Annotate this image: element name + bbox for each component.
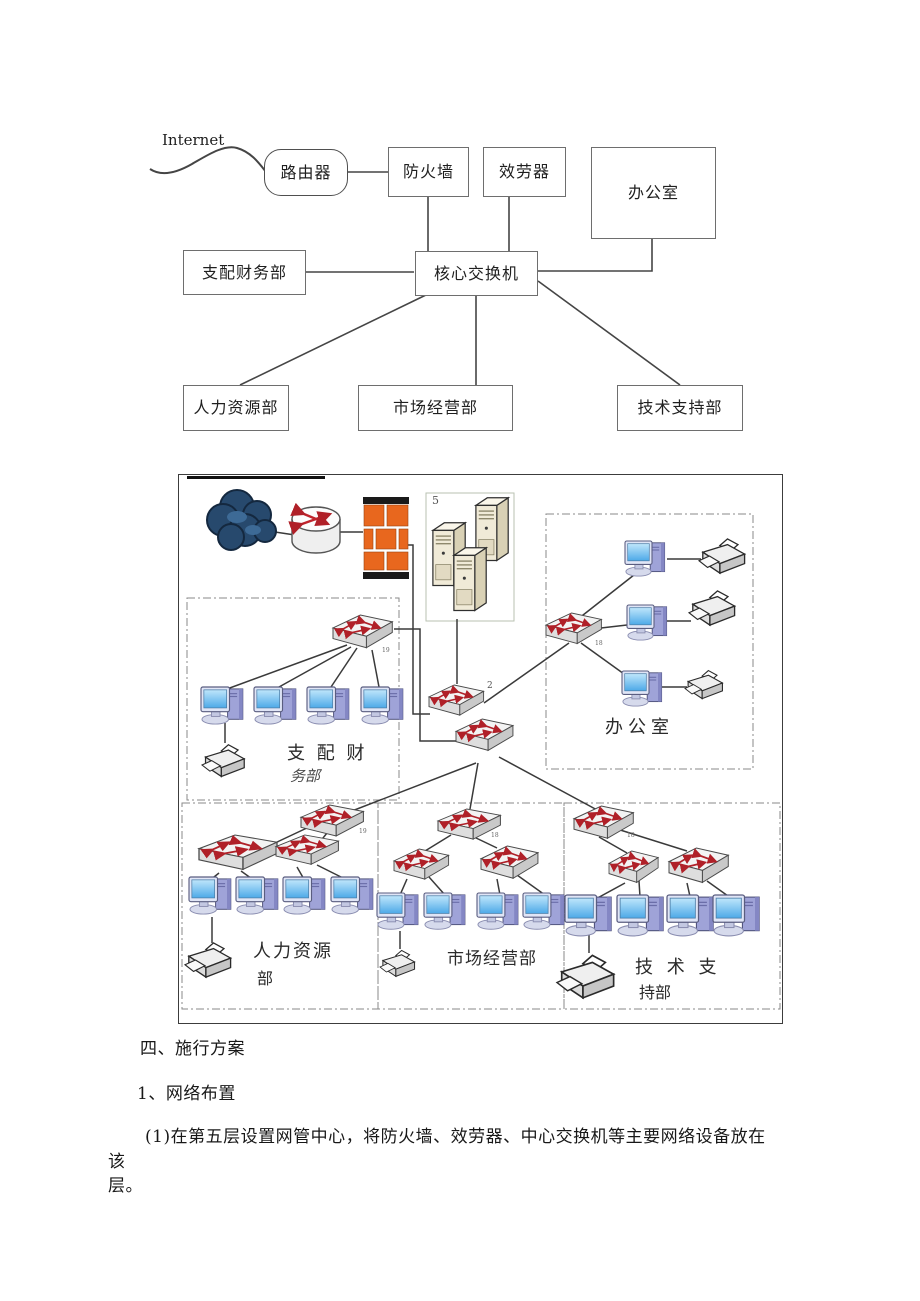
finance-dept-node: 支配财务部 — [183, 250, 306, 295]
paragraph-line-2: 该 — [108, 1152, 126, 1172]
internet-label: Internet — [162, 131, 225, 149]
hr-sub-switch-icon — [276, 835, 338, 864]
marketing-region-label: 市场经营部 — [447, 949, 537, 969]
computer-icon — [666, 894, 714, 937]
printer-icon — [698, 538, 746, 574]
finance-region-label-2: 务部 — [290, 767, 321, 785]
finance-region-label: 支 配 财 — [287, 743, 368, 764]
topology-canvas — [181, 476, 781, 1010]
tech-sub-switch-icon — [609, 851, 658, 882]
computer-icon — [423, 892, 466, 930]
computer-icon — [376, 892, 419, 930]
marketing-sub-switch-icon — [394, 849, 449, 879]
internet-cloud-icon — [206, 489, 277, 551]
printer-icon — [201, 744, 245, 778]
marketing-switch-port-label: 18 — [491, 832, 499, 839]
server-icon — [453, 547, 487, 612]
finance-switch-icon — [333, 615, 392, 648]
computer-icon — [624, 540, 666, 577]
block-diagram-connectors — [149, 146, 681, 386]
printer-icon — [688, 590, 736, 626]
computer-icon — [253, 686, 297, 725]
computer-icon — [522, 892, 565, 930]
tech-region-label-2: 持部 — [639, 983, 672, 1002]
hr-region-label-2: 部 — [257, 969, 274, 988]
core-switch-icon — [456, 719, 513, 750]
core-switch-icon — [429, 685, 484, 715]
tech-support-node: 技术支持部 — [617, 385, 743, 431]
firewall-node: 防火墙 — [388, 147, 469, 197]
marketing-sub-switch-icon — [481, 846, 538, 878]
marketing-dept-node: 市场经营部 — [358, 385, 513, 431]
firewall-icon — [363, 497, 409, 579]
office-region-border — [545, 513, 754, 770]
tech-switch-port-label: 18 — [627, 832, 635, 839]
network-topology-figure: 5 2 支 配 财 务部 办公室 人力资源 部 市场经营部 技 术 支 持部 1… — [178, 474, 783, 1024]
computer-icon — [282, 876, 326, 915]
office-node: 办公室 — [591, 147, 716, 239]
hr-sub-switch-icon — [199, 835, 277, 869]
hr-region-label: 人力资源 — [253, 941, 333, 962]
computer-icon — [626, 604, 668, 641]
finance-switch-port-label: 19 — [382, 647, 390, 654]
computer-icon — [616, 894, 664, 937]
office-switch-port-label: 18 — [595, 640, 603, 647]
office-region-label: 办公室 — [605, 717, 674, 738]
internet-squiggle-line — [149, 146, 267, 175]
core-stack-label: 2 — [487, 681, 493, 691]
hr-switch-port-label: 19 — [359, 828, 367, 835]
printer-icon — [379, 949, 416, 977]
computer-icon — [360, 686, 404, 725]
section-heading: 四、施行方案 — [140, 1039, 245, 1059]
tech-top-switch-icon — [574, 806, 633, 838]
computer-icon — [188, 876, 232, 915]
printer-icon — [556, 954, 615, 999]
tech-region-label: 技 术 支 — [635, 957, 721, 978]
tech-sub-switch-icon — [669, 848, 728, 882]
computer-icon — [200, 686, 244, 725]
server-node: 效劳器 — [483, 147, 566, 197]
server-group-frame — [425, 492, 515, 622]
router-node: 路由器 — [264, 149, 348, 196]
computer-icon — [712, 894, 760, 937]
computer-icon — [564, 894, 612, 937]
finance-region-border — [186, 597, 400, 801]
printer-icon — [684, 670, 723, 700]
computer-icon — [306, 686, 350, 725]
server-count-label: 5 — [432, 494, 439, 507]
hr-top-switch-icon — [301, 805, 363, 836]
paragraph-line-3: 层。 — [108, 1176, 143, 1196]
hr-dept-node: 人力资源部 — [183, 385, 289, 431]
computer-icon — [330, 876, 374, 915]
section-subheading: 1、网络布置 — [137, 1084, 236, 1104]
router-icon — [288, 502, 341, 554]
paragraph-line-1: (1)在第五层设置网管中心，将防火墙、效劳器、中心交换机等主要网络设备放在 — [145, 1127, 766, 1147]
office-switch-icon — [546, 613, 601, 644]
computer-icon — [476, 892, 519, 930]
printer-icon — [184, 942, 232, 978]
core-switch-node: 核心交换机 — [415, 251, 538, 296]
computer-icon — [621, 670, 663, 707]
computer-icon — [235, 876, 279, 915]
